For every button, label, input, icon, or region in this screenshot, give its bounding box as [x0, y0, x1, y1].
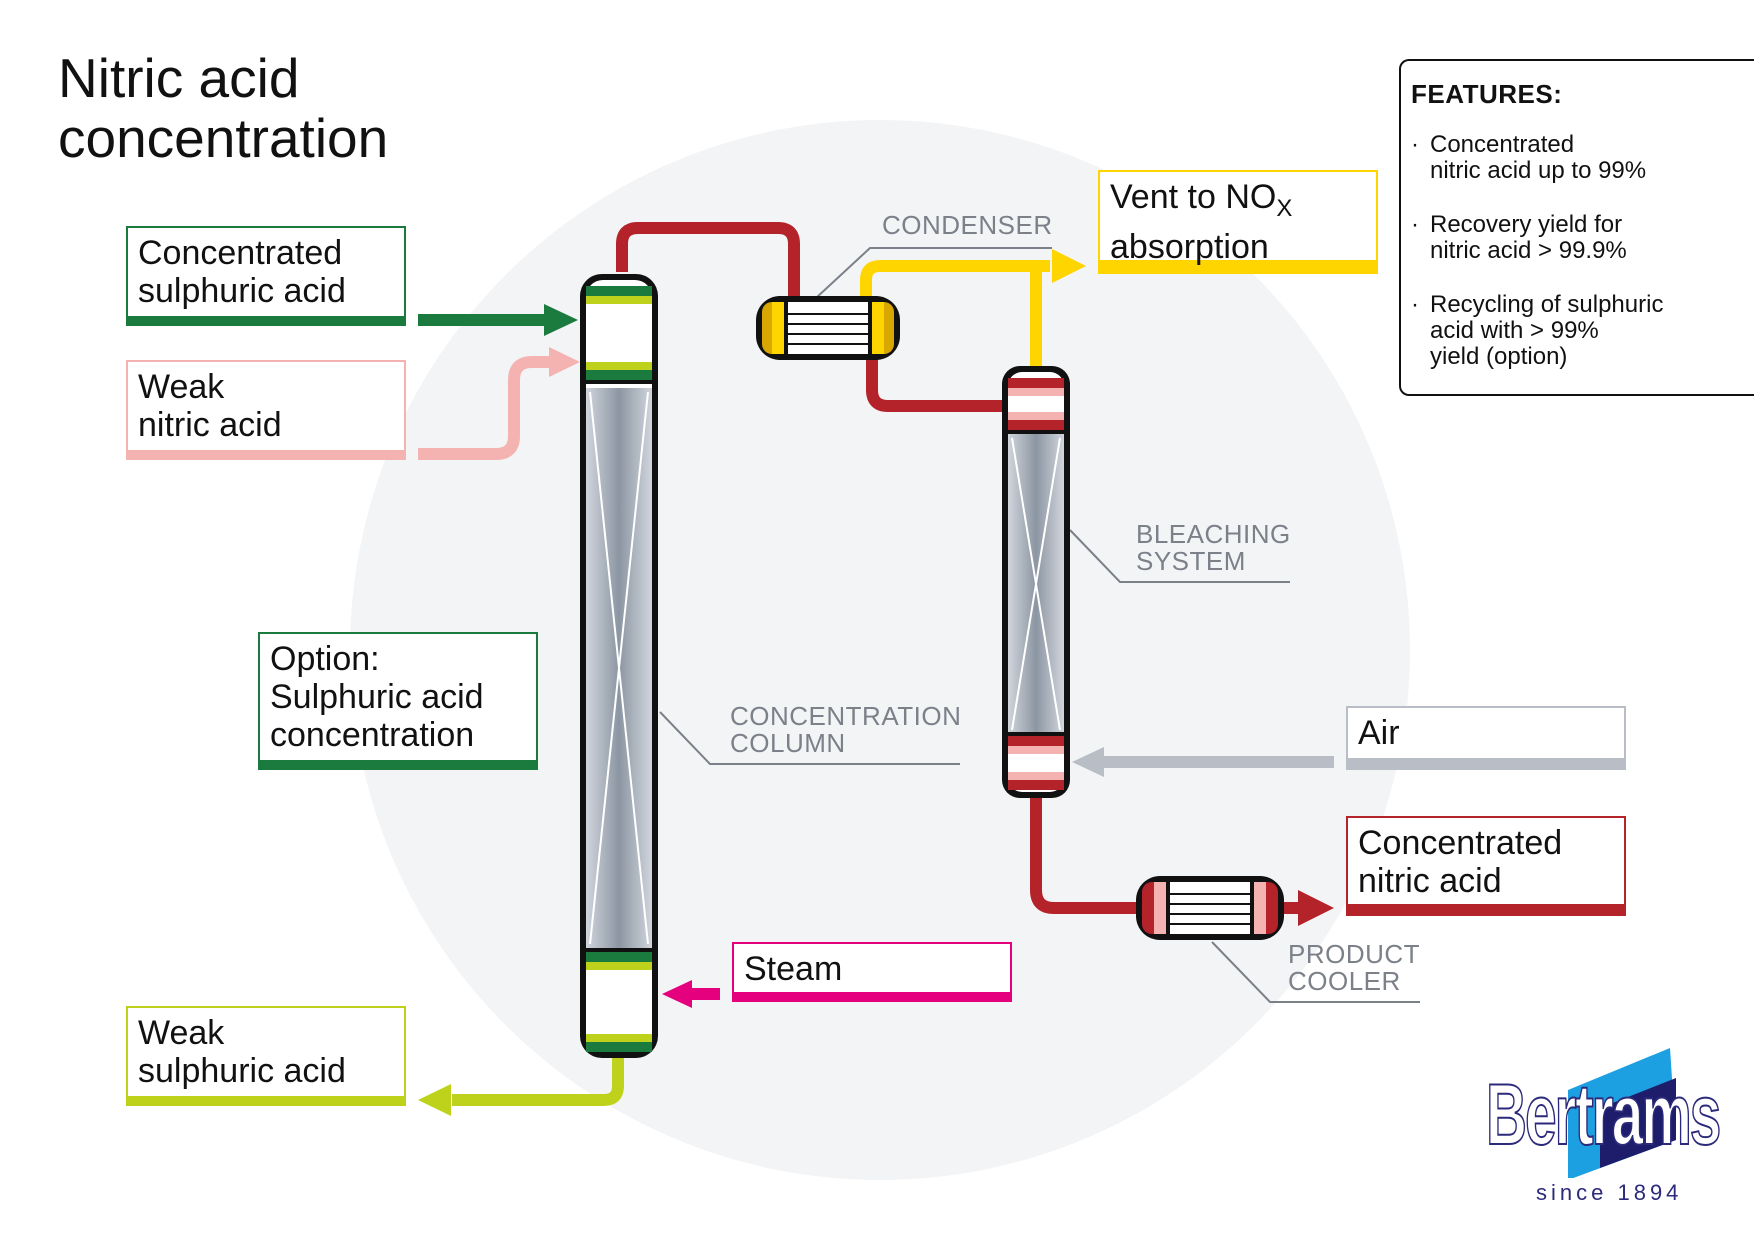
box-line: Sulphuric acid	[270, 678, 484, 716]
box-line: concentration	[270, 716, 475, 754]
bertrams-logo: Bertrams since 1894	[1480, 1048, 1730, 1208]
weak-nitric-arrow	[549, 347, 580, 377]
concentrated-nitric-acid-box: Concentrated nitric acid	[1346, 816, 1626, 916]
product-pipe	[1030, 790, 1146, 914]
label-line: BLEACHING	[1136, 519, 1291, 549]
box-line: Steam	[744, 950, 843, 988]
logo-mark	[1568, 1048, 1676, 1178]
title-line-1: Nitric acid	[58, 47, 300, 109]
feature-item: Recycling of sulphuric acid with > 99% y…	[1411, 292, 1730, 370]
box-line: Concentrated	[1358, 824, 1563, 862]
vent-subscript: X	[1276, 194, 1293, 222]
air-box: Air	[1346, 706, 1626, 770]
title-line-2: concentration	[58, 107, 389, 169]
box-line: Concentrated	[138, 234, 343, 272]
box-line: absorption	[1110, 227, 1269, 266]
box-line: sulphuric acid	[138, 272, 346, 310]
steam-arrow	[662, 980, 692, 1008]
features-panel: FEATURES: Concentrated nitric acid up to…	[1399, 59, 1754, 396]
condenser-label: CONDENSER	[882, 212, 1053, 239]
vent-pipe	[860, 260, 1050, 300]
steam-box: Steam	[732, 942, 1012, 1002]
cooler-leader	[1211, 941, 1420, 1003]
label-line: PRODUCT	[1288, 939, 1421, 969]
feature-item: Concentrated nitric acid up to 99%	[1411, 132, 1730, 184]
logo-wordmark: Bertrams	[1485, 1066, 1722, 1164]
box-line: Weak	[138, 1014, 225, 1052]
page-title: Nitric acid concentration	[58, 48, 388, 168]
box-line: Vent to NOX	[1110, 178, 1366, 228]
vent-text: Vent to NO	[1110, 178, 1277, 216]
bleaching-leader	[1069, 529, 1290, 583]
vent-arrow	[1052, 249, 1086, 283]
label-line: CONCENTRATION	[730, 701, 962, 731]
product-cooler-label: PRODUCT COOLER	[1288, 941, 1420, 995]
concentrated-sulphuric-acid-box: Concentrated sulphuric acid	[126, 226, 406, 326]
vent-to-nox-absorption-box: Vent to NOX absorption	[1098, 170, 1378, 274]
condenser	[756, 296, 900, 360]
logo-since-text: since 1894	[1536, 1180, 1683, 1205]
box-line: nitric acid	[138, 406, 282, 444]
box-line: nitric acid	[1358, 862, 1502, 900]
sulphuric-feed-arrow	[544, 304, 578, 336]
weak-sulphuric-arrow	[418, 1084, 451, 1116]
option-sulphuric-acid-concentration-box: Option: Sulphuric acid concentration	[258, 632, 538, 770]
features-title: FEATURES:	[1411, 79, 1563, 109]
column-leader	[659, 711, 960, 765]
feature-item: Recovery yield for nitric acid > 99.9%	[1411, 212, 1730, 264]
box-line: Air	[1358, 714, 1400, 752]
product-cooler	[1136, 876, 1284, 940]
weak-sulphuric-pipe	[452, 1052, 624, 1106]
product-arrow	[1298, 890, 1334, 926]
concentration-column	[580, 274, 658, 1058]
bleaching-system-label: BLEACHING SYSTEM	[1136, 521, 1291, 575]
concentration-column-label: CONCENTRATION COLUMN	[730, 703, 961, 757]
weak-nitric-acid-box: Weak nitric acid	[126, 360, 406, 460]
weak-sulphuric-acid-box: Weak sulphuric acid	[126, 1006, 406, 1106]
condensate-pipe	[866, 355, 1014, 412]
label-line: COLUMN	[730, 728, 846, 758]
box-line: sulphuric acid	[138, 1052, 346, 1090]
label-line: COOLER	[1288, 966, 1401, 996]
bleaching-system	[1002, 366, 1070, 798]
condenser-leader	[815, 247, 1052, 299]
box-line: Weak	[138, 368, 225, 406]
label-line: CONDENSER	[882, 210, 1053, 240]
features-list: Concentrated nitric acid up to 99% Recov…	[1411, 132, 1754, 370]
vapour-pipe	[616, 222, 800, 300]
label-line: SYSTEM	[1136, 546, 1246, 576]
weak-nitric-pipe	[418, 356, 550, 460]
air-arrow	[1072, 747, 1104, 777]
box-line: Option:	[270, 640, 380, 678]
